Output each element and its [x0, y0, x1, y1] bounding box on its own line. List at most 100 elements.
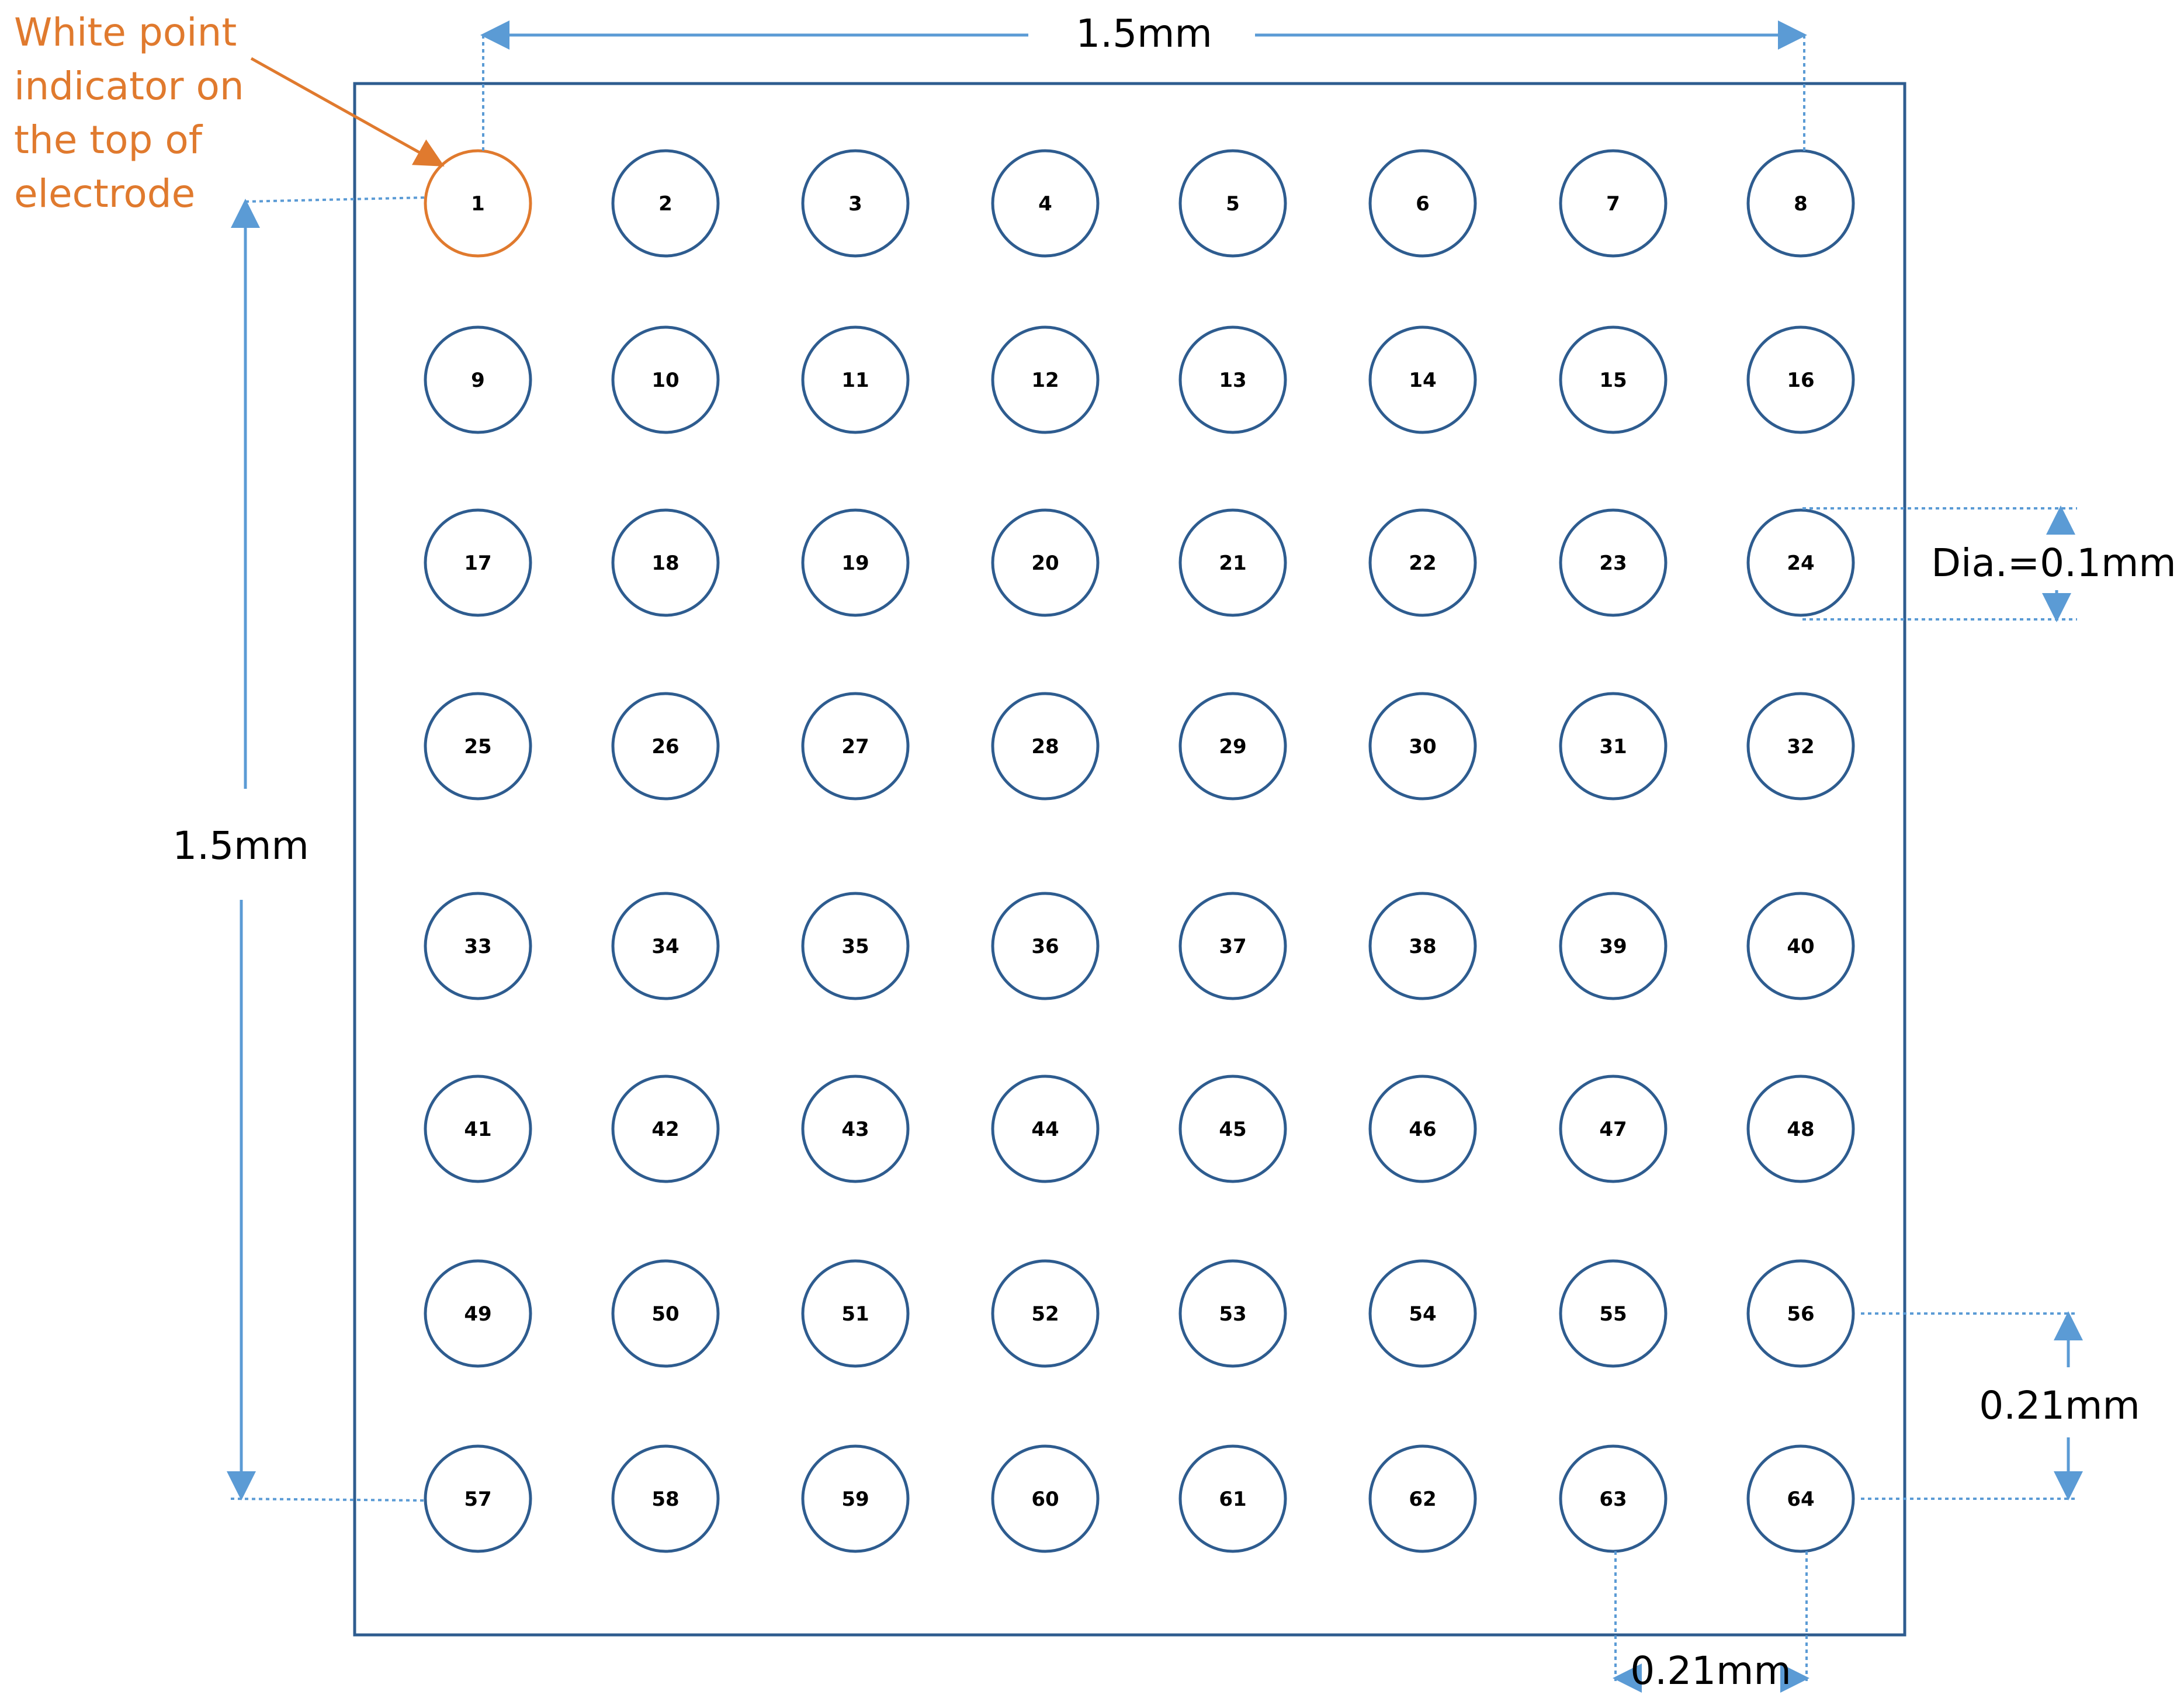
electrode-number: 15: [1599, 369, 1627, 392]
callout-line: indicator on: [14, 64, 244, 109]
electrode-number: 46: [1409, 1118, 1436, 1141]
electrode-number: 43: [841, 1118, 869, 1141]
electrode: [424, 892, 532, 1000]
electrode: [424, 692, 532, 800]
electrode: [991, 692, 1100, 800]
electrode-number: 63: [1599, 1488, 1627, 1511]
electrode: [1178, 1075, 1287, 1183]
electrode: [611, 1259, 720, 1368]
electrode-number: 56: [1787, 1302, 1814, 1326]
electrode-number: 3: [848, 192, 862, 216]
electrode: [801, 1075, 910, 1183]
electrode: [424, 325, 532, 434]
callout-arrow: [250, 57, 445, 167]
electrode: [1746, 149, 1855, 258]
electrode-number: 8: [1794, 192, 1808, 216]
electrode-number: 12: [1031, 369, 1059, 392]
electrode-number: 54: [1409, 1302, 1436, 1326]
electrode: [1559, 1075, 1668, 1183]
left-height-label: 1.5mm: [172, 823, 309, 868]
vertical-pitch-label: 0.21mm: [1979, 1383, 2140, 1428]
electrode-number: 25: [464, 735, 491, 758]
electrode: [1746, 508, 1855, 617]
electrode-number: 14: [1409, 369, 1436, 392]
electrode: [611, 325, 720, 434]
electrode: [1746, 325, 1855, 434]
electrode-number: 1: [471, 192, 485, 216]
callout-line: White point: [14, 10, 237, 55]
electrode-number: 19: [841, 552, 869, 575]
electrode: [1178, 149, 1287, 258]
electrode-number: 10: [651, 369, 679, 392]
electrode: [611, 1075, 720, 1183]
electrode: [611, 892, 720, 1000]
electrode: [1178, 325, 1287, 434]
electrode-number: 39: [1599, 935, 1627, 958]
vertical-pitch-dimension: 0.21mm: [1861, 1311, 2140, 1500]
electrode-number: 31: [1599, 735, 1627, 758]
electrode-1-highlighted: [424, 149, 532, 258]
electrode-number: 53: [1219, 1302, 1246, 1326]
electrode: [424, 1259, 532, 1368]
electrode-number: 62: [1409, 1488, 1436, 1511]
electrode: [1559, 149, 1668, 258]
electrode-number: 28: [1031, 735, 1059, 758]
electrode: [1559, 892, 1668, 1000]
electrode-number: 24: [1787, 552, 1814, 575]
electrode: [611, 149, 720, 258]
left-height-extension-top: [245, 196, 427, 203]
electrode-number: 58: [651, 1488, 679, 1511]
electrode: [1746, 1075, 1855, 1183]
electrode: [1559, 1259, 1668, 1368]
electrode-number: 13: [1219, 369, 1246, 392]
electrode: [991, 1259, 1100, 1368]
electrode-number: 9: [471, 369, 485, 392]
diameter-label: Dia.=0.1mm: [1931, 540, 2176, 585]
white-point-callout: White point indicator on the top of elec…: [14, 6, 271, 221]
electrode: [801, 149, 910, 258]
electrode: [611, 1444, 720, 1553]
electrode-number: 6: [1416, 192, 1430, 216]
electrode-number: 27: [841, 735, 869, 758]
electrode: [1368, 692, 1477, 800]
electrode-number: 33: [464, 935, 491, 958]
electrode-number: 51: [841, 1302, 869, 1326]
electrode-number: 22: [1409, 552, 1436, 575]
electrode: [991, 1075, 1100, 1183]
electrode: [1368, 325, 1477, 434]
electrode-number: 21: [1219, 552, 1246, 575]
electrode-number: 41: [464, 1118, 491, 1141]
electrode-number: 2: [658, 192, 672, 216]
electrode-number: 42: [651, 1118, 679, 1141]
electrode: [801, 508, 910, 617]
electrode-number: 23: [1599, 552, 1627, 575]
electrode-number: 20: [1031, 552, 1059, 575]
electrode: [1368, 1444, 1477, 1553]
electrode-number: 49: [464, 1302, 491, 1326]
electrode: [801, 1259, 910, 1368]
electrode-number: 57: [464, 1488, 491, 1511]
left-height-extension-bottom: [230, 1498, 427, 1502]
electrode-number: 52: [1031, 1302, 1059, 1326]
electrode: [801, 692, 910, 800]
electrode: [424, 508, 532, 617]
electrode: [1178, 892, 1287, 1000]
electrode: [1746, 692, 1855, 800]
electrode: [1368, 1259, 1477, 1368]
electrode-number: 16: [1787, 369, 1814, 392]
electrode-number: 29: [1219, 735, 1246, 758]
electrode: [991, 508, 1100, 617]
electrode-number: 34: [651, 935, 679, 958]
electrode: [1559, 508, 1668, 617]
electrode: [991, 149, 1100, 258]
electrode: [611, 692, 720, 800]
top-width-label: 1.5mm: [1076, 11, 1212, 56]
electrode-number: 45: [1219, 1118, 1246, 1141]
electrode: [1368, 1075, 1477, 1183]
electrode: [1178, 508, 1287, 617]
electrode: [1559, 692, 1668, 800]
electrode: [1178, 1444, 1287, 1553]
electrode-number: 30: [1409, 735, 1436, 758]
